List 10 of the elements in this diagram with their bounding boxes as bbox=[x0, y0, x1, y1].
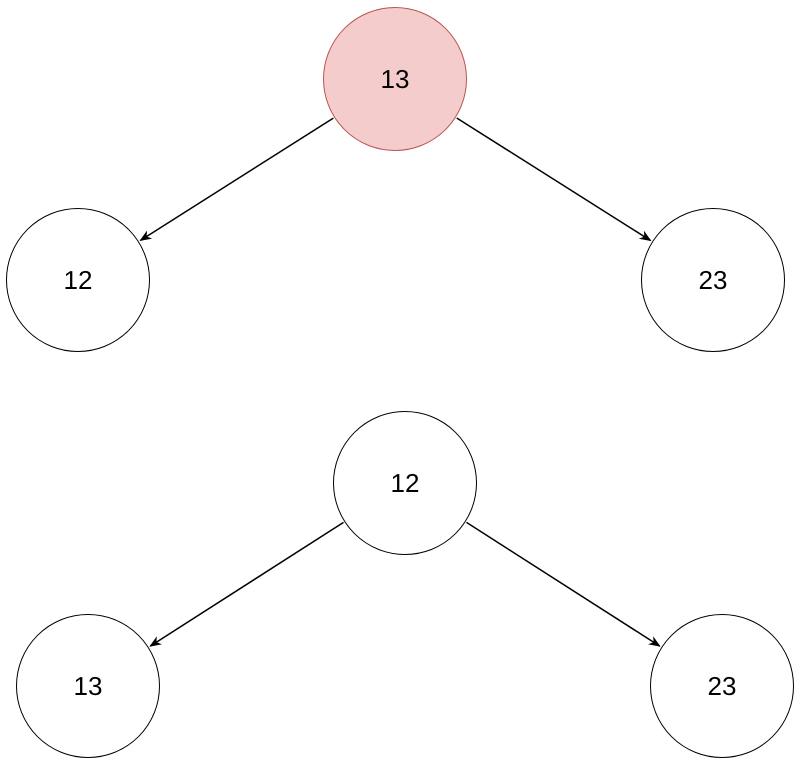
arrow bbox=[466, 522, 661, 647]
arrow bbox=[456, 117, 652, 242]
arrow bbox=[139, 117, 334, 242]
node-value: 13 bbox=[74, 670, 102, 702]
node-value: 13 bbox=[380, 62, 410, 96]
node-value: 12 bbox=[390, 466, 420, 500]
node-value: 12 bbox=[64, 264, 92, 296]
node-value: 23 bbox=[708, 670, 736, 702]
node-value: 23 bbox=[698, 264, 728, 296]
arrow bbox=[149, 522, 344, 647]
